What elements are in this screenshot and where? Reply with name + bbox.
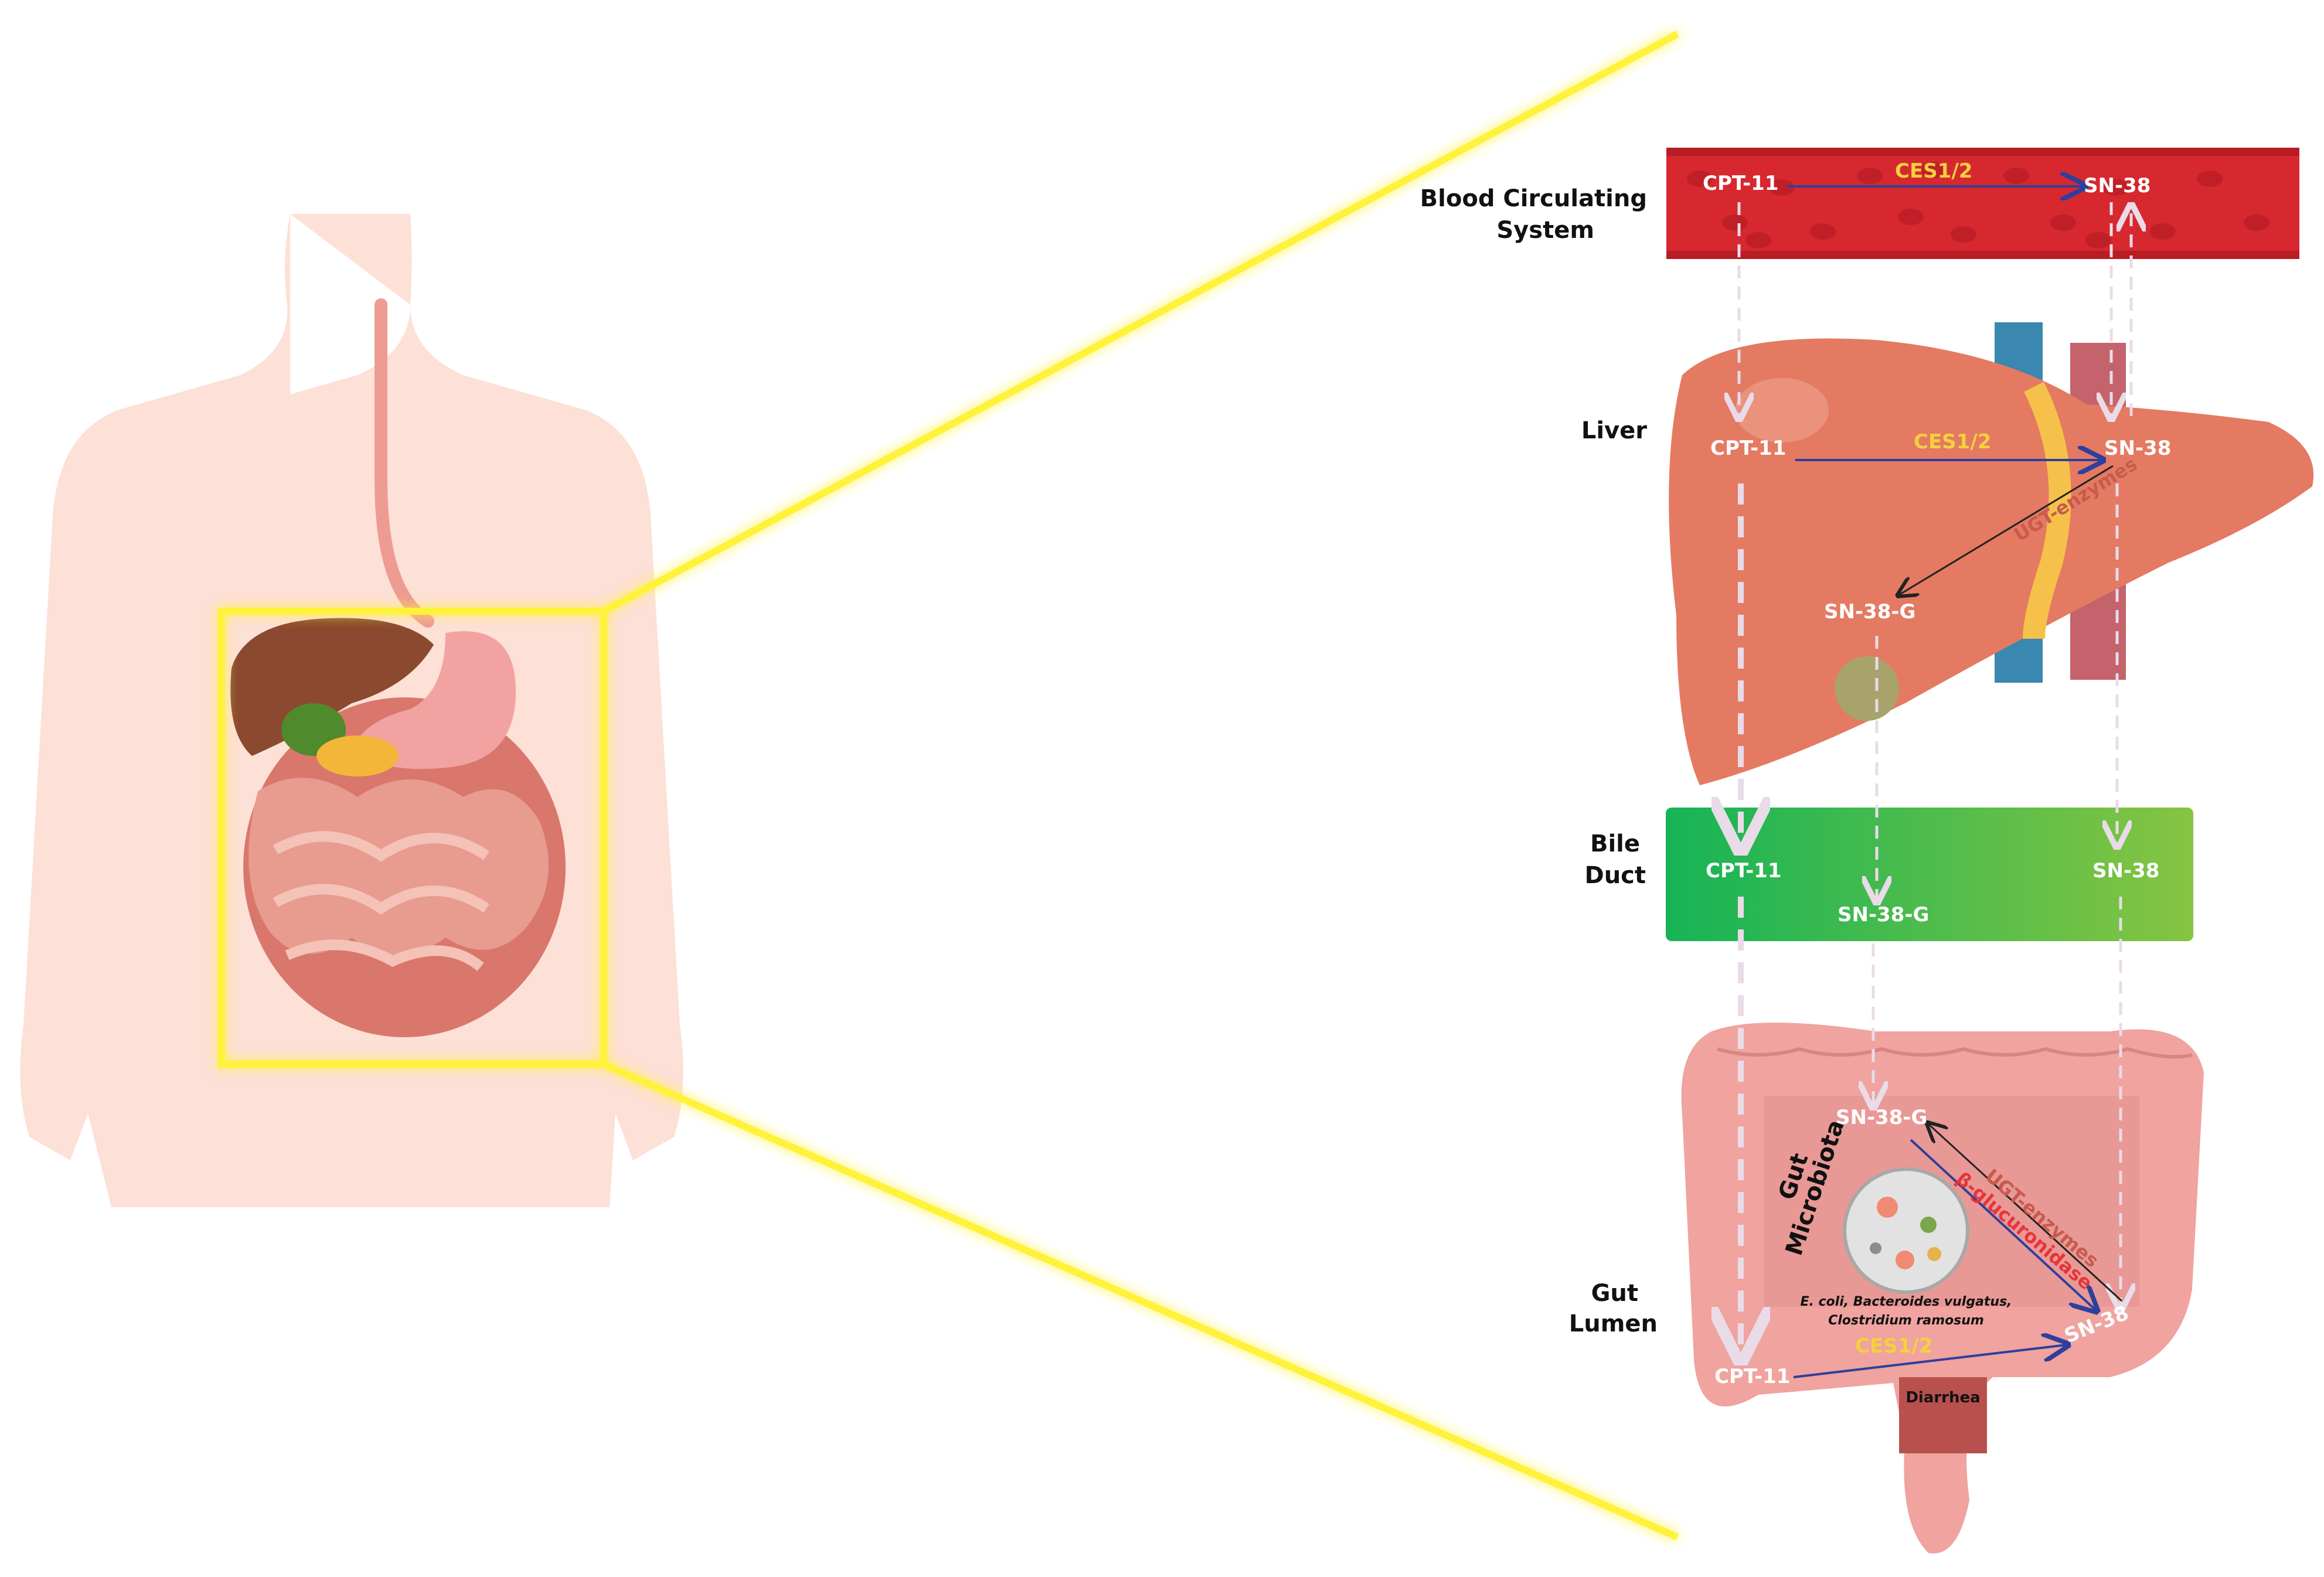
gut-cpt-11: CPT-11 xyxy=(1714,1365,1791,1388)
gut-species-line2: Clostridium ramosum xyxy=(1828,1313,1984,1328)
liver-cpt-11: CPT-11 xyxy=(1710,437,1787,460)
label-blood-line2: System xyxy=(1496,217,1594,244)
bile-sn-38-g: SN-38-G xyxy=(1838,903,1929,927)
label-bile-line2: Duct xyxy=(1584,862,1646,889)
reaction-arrows xyxy=(1788,186,2123,1378)
bile-cpt-11: CPT-11 xyxy=(1706,859,1782,883)
abdominal-organs-illustration xyxy=(230,618,566,1037)
colon-illustration xyxy=(1681,1023,2204,1554)
label-blood-line1: Blood Circulating xyxy=(1420,185,1647,212)
transport-arrows xyxy=(1739,202,2131,1354)
label-bile-line1: Bile xyxy=(1590,830,1640,857)
gut-species-line1: E. coli, Bacteroides vulgatus, xyxy=(1800,1295,2012,1309)
blood-sn-38: SN-38 xyxy=(2084,174,2151,197)
blood-enzyme-ces: CES1/2 xyxy=(1895,159,1972,183)
gut-enzyme-ces: CES1/2 xyxy=(1855,1334,1932,1358)
bile-duct-band xyxy=(1666,808,2193,941)
liver-illustration xyxy=(1669,322,2314,785)
label-liver: Liver xyxy=(1581,417,1647,444)
liver-sn-38: SN-38 xyxy=(2104,437,2171,460)
label-gut-line1: Gut xyxy=(1591,1280,1638,1307)
blood-cpt-11: CPT-11 xyxy=(1703,172,1779,195)
bile-sn-38: SN-38 xyxy=(2092,859,2159,883)
gut-diarrhea: Diarrhea xyxy=(1906,1389,1980,1406)
liver-sn-38-g: SN-38-G xyxy=(1824,600,1915,624)
zoom-highlight xyxy=(218,30,1679,1541)
label-gut-line2: Lumen xyxy=(1569,1310,1658,1337)
liver-enzyme-ces: CES1/2 xyxy=(1914,430,1991,454)
gut-sn-38-g: SN-38-G xyxy=(1836,1106,1927,1129)
blood-vessel xyxy=(1666,148,2299,259)
